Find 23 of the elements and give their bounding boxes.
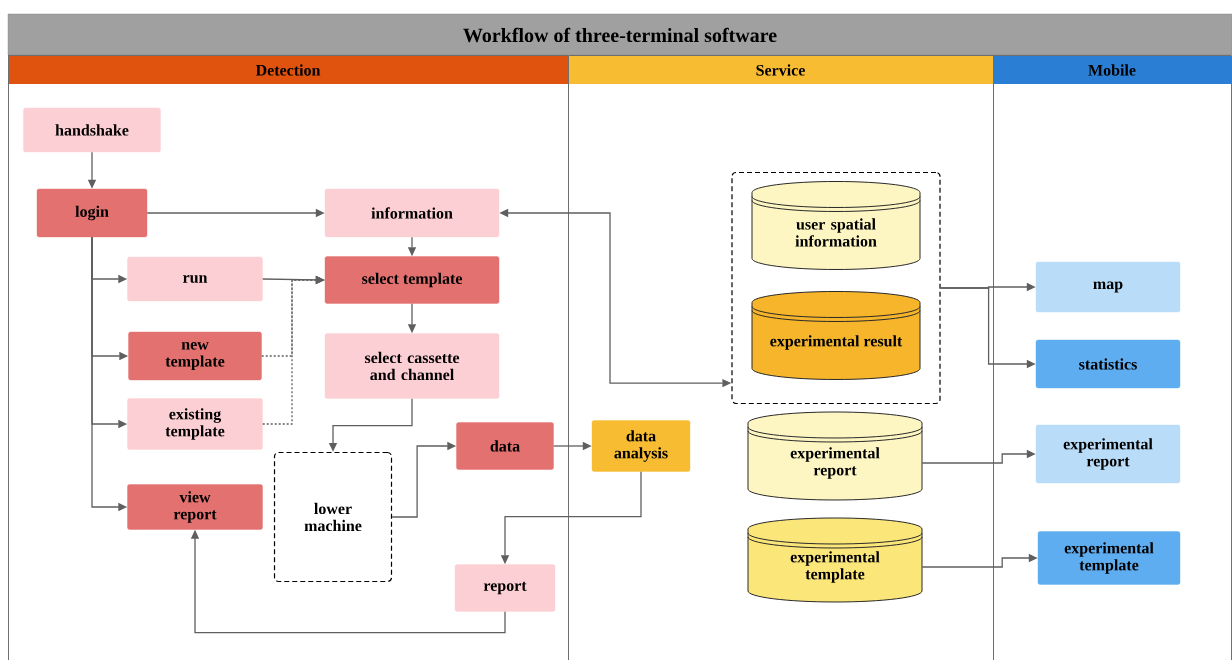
process-box: data analysis <box>591 420 691 472</box>
database-cylinder: experimental report <box>747 411 923 501</box>
process-box: report <box>454 564 556 612</box>
process-box: select template <box>324 256 500 304</box>
process-box: existing template <box>127 398 263 450</box>
title-bar: Workflow of three-terminal software <box>7 13 1232 56</box>
database-cylinder: experimental result <box>751 291 921 380</box>
process-box: information <box>324 188 500 238</box>
group-box <box>731 171 941 405</box>
process-box: run <box>127 256 263 302</box>
process-box: view report <box>127 484 263 530</box>
process-box: handshake <box>23 107 161 153</box>
process-box: experimental report <box>1035 424 1181 484</box>
process-box: select cassette and channel <box>324 333 500 399</box>
process-box: experimental template <box>1037 531 1181 585</box>
database-cylinder: experimental template <box>747 517 923 603</box>
dashed-box: lower machine <box>273 451 393 583</box>
process-box: statistics <box>1035 339 1181 389</box>
process-box: map <box>1035 261 1181 313</box>
process-box: data <box>456 422 554 470</box>
database-cylinder: user spatial information <box>751 181 921 270</box>
process-box: new template <box>128 331 262 381</box>
process-box: login <box>36 188 148 238</box>
